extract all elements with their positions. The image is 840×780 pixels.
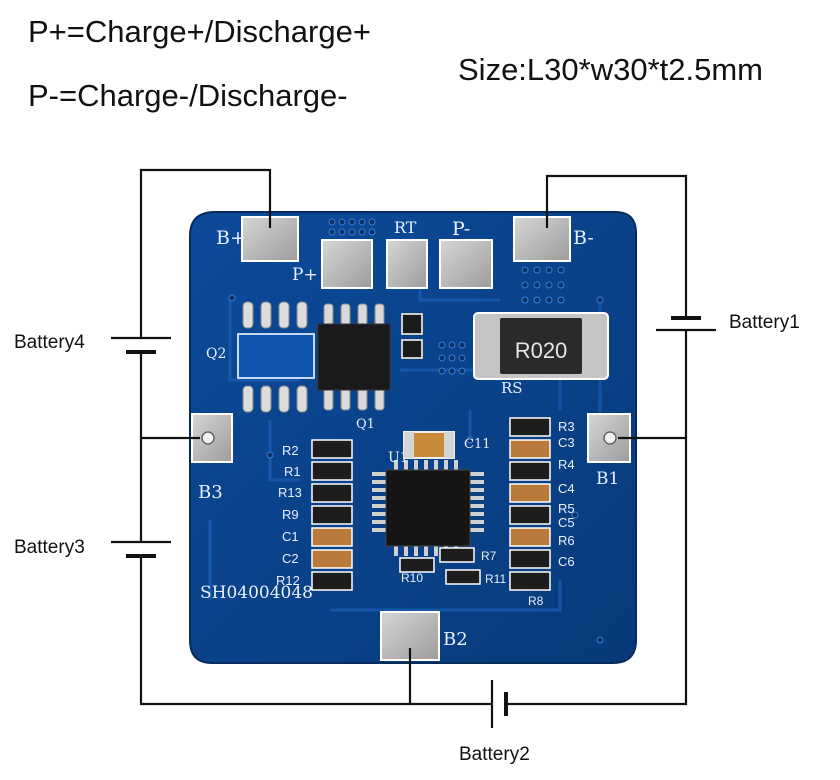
mosfet-q2-pad (237, 333, 315, 379)
resistor-r7 (439, 547, 475, 563)
right-resistor-column (509, 417, 551, 591)
label-q1: Q1 (356, 417, 375, 432)
label-r5: R5 (558, 501, 575, 516)
label-r6: R6 (558, 533, 575, 548)
label-b-plus: B+ (216, 227, 246, 249)
left-resistor-column (311, 439, 353, 591)
resistor-r11 (445, 569, 481, 585)
pad-p-minus (439, 239, 493, 289)
legend-p-minus: P-=Charge-/Discharge- (28, 78, 348, 113)
label-c11: C11 (464, 437, 491, 452)
battery1-symbol (656, 316, 716, 332)
battery4-label: Battery4 (14, 332, 85, 353)
label-c3: C3 (558, 435, 575, 450)
label-r2: R2 (282, 443, 299, 458)
label-b1: B1 (596, 469, 619, 489)
label-r10: R10 (401, 571, 423, 585)
resistor-r10 (399, 557, 435, 573)
right-ref-labels: R3 C3 R4 C4 R5 C5 R6 C6 (558, 419, 575, 569)
label-rs: RS (501, 379, 523, 397)
battery1-label: Battery1 (729, 312, 800, 333)
ic-u1 (372, 460, 484, 556)
small-part-1 (401, 313, 423, 335)
bottom-ref-labels: R10 R11 R7 R8 (401, 549, 544, 608)
label-r7: R7 (481, 549, 497, 563)
legend-p-plus: P+=Charge+/Discharge+ (28, 14, 371, 49)
label-c6: C6 (558, 554, 575, 569)
label-c4: C4 (558, 481, 575, 496)
battery2-symbol (490, 680, 508, 728)
label-r8: R8 (528, 594, 544, 608)
label-r9: R9 (282, 507, 299, 522)
battery4-symbol (111, 336, 171, 354)
label-r11: R11 (485, 572, 506, 586)
label-r4: R4 (558, 457, 575, 472)
battery3-label: Battery3 (14, 537, 85, 558)
mosfet-top-leads (242, 301, 308, 413)
label-b2: B2 (443, 629, 468, 650)
size-spec: Size:L30*w30*t2.5mm (458, 52, 763, 87)
label-p-minus: P- (452, 218, 470, 240)
ic-q1 (317, 303, 391, 411)
pad-b-minus (513, 216, 571, 262)
label-b3: B3 (198, 482, 223, 503)
label-c5: C5 (558, 515, 575, 530)
part-number: SH04004048 (200, 583, 313, 603)
label-p-plus: P+ (292, 265, 318, 285)
pcb-vias (228, 218, 604, 644)
label-rt: RT (394, 218, 417, 237)
label-r1: R1 (284, 464, 301, 479)
left-ref-labels: R2 R1 R13 R9 C1 C2 R12 (276, 443, 302, 588)
battery-wiring (139, 168, 688, 706)
shunt-value: R020 (515, 338, 568, 363)
battery2-label: Battery2 (459, 744, 530, 765)
label-r3: R3 (558, 419, 575, 434)
label-c1: C1 (282, 529, 299, 544)
shunt-resistor (473, 312, 609, 380)
label-r13: R13 (278, 485, 302, 500)
label-b-minus: B- (573, 227, 594, 249)
label-c2: C2 (282, 551, 299, 566)
pad-p-plus (321, 239, 373, 289)
label-r12: R12 (276, 573, 300, 588)
small-part-2 (401, 339, 423, 359)
pad-rt (386, 239, 428, 289)
label-q2: Q2 (206, 346, 226, 362)
battery3-symbol (111, 540, 171, 558)
